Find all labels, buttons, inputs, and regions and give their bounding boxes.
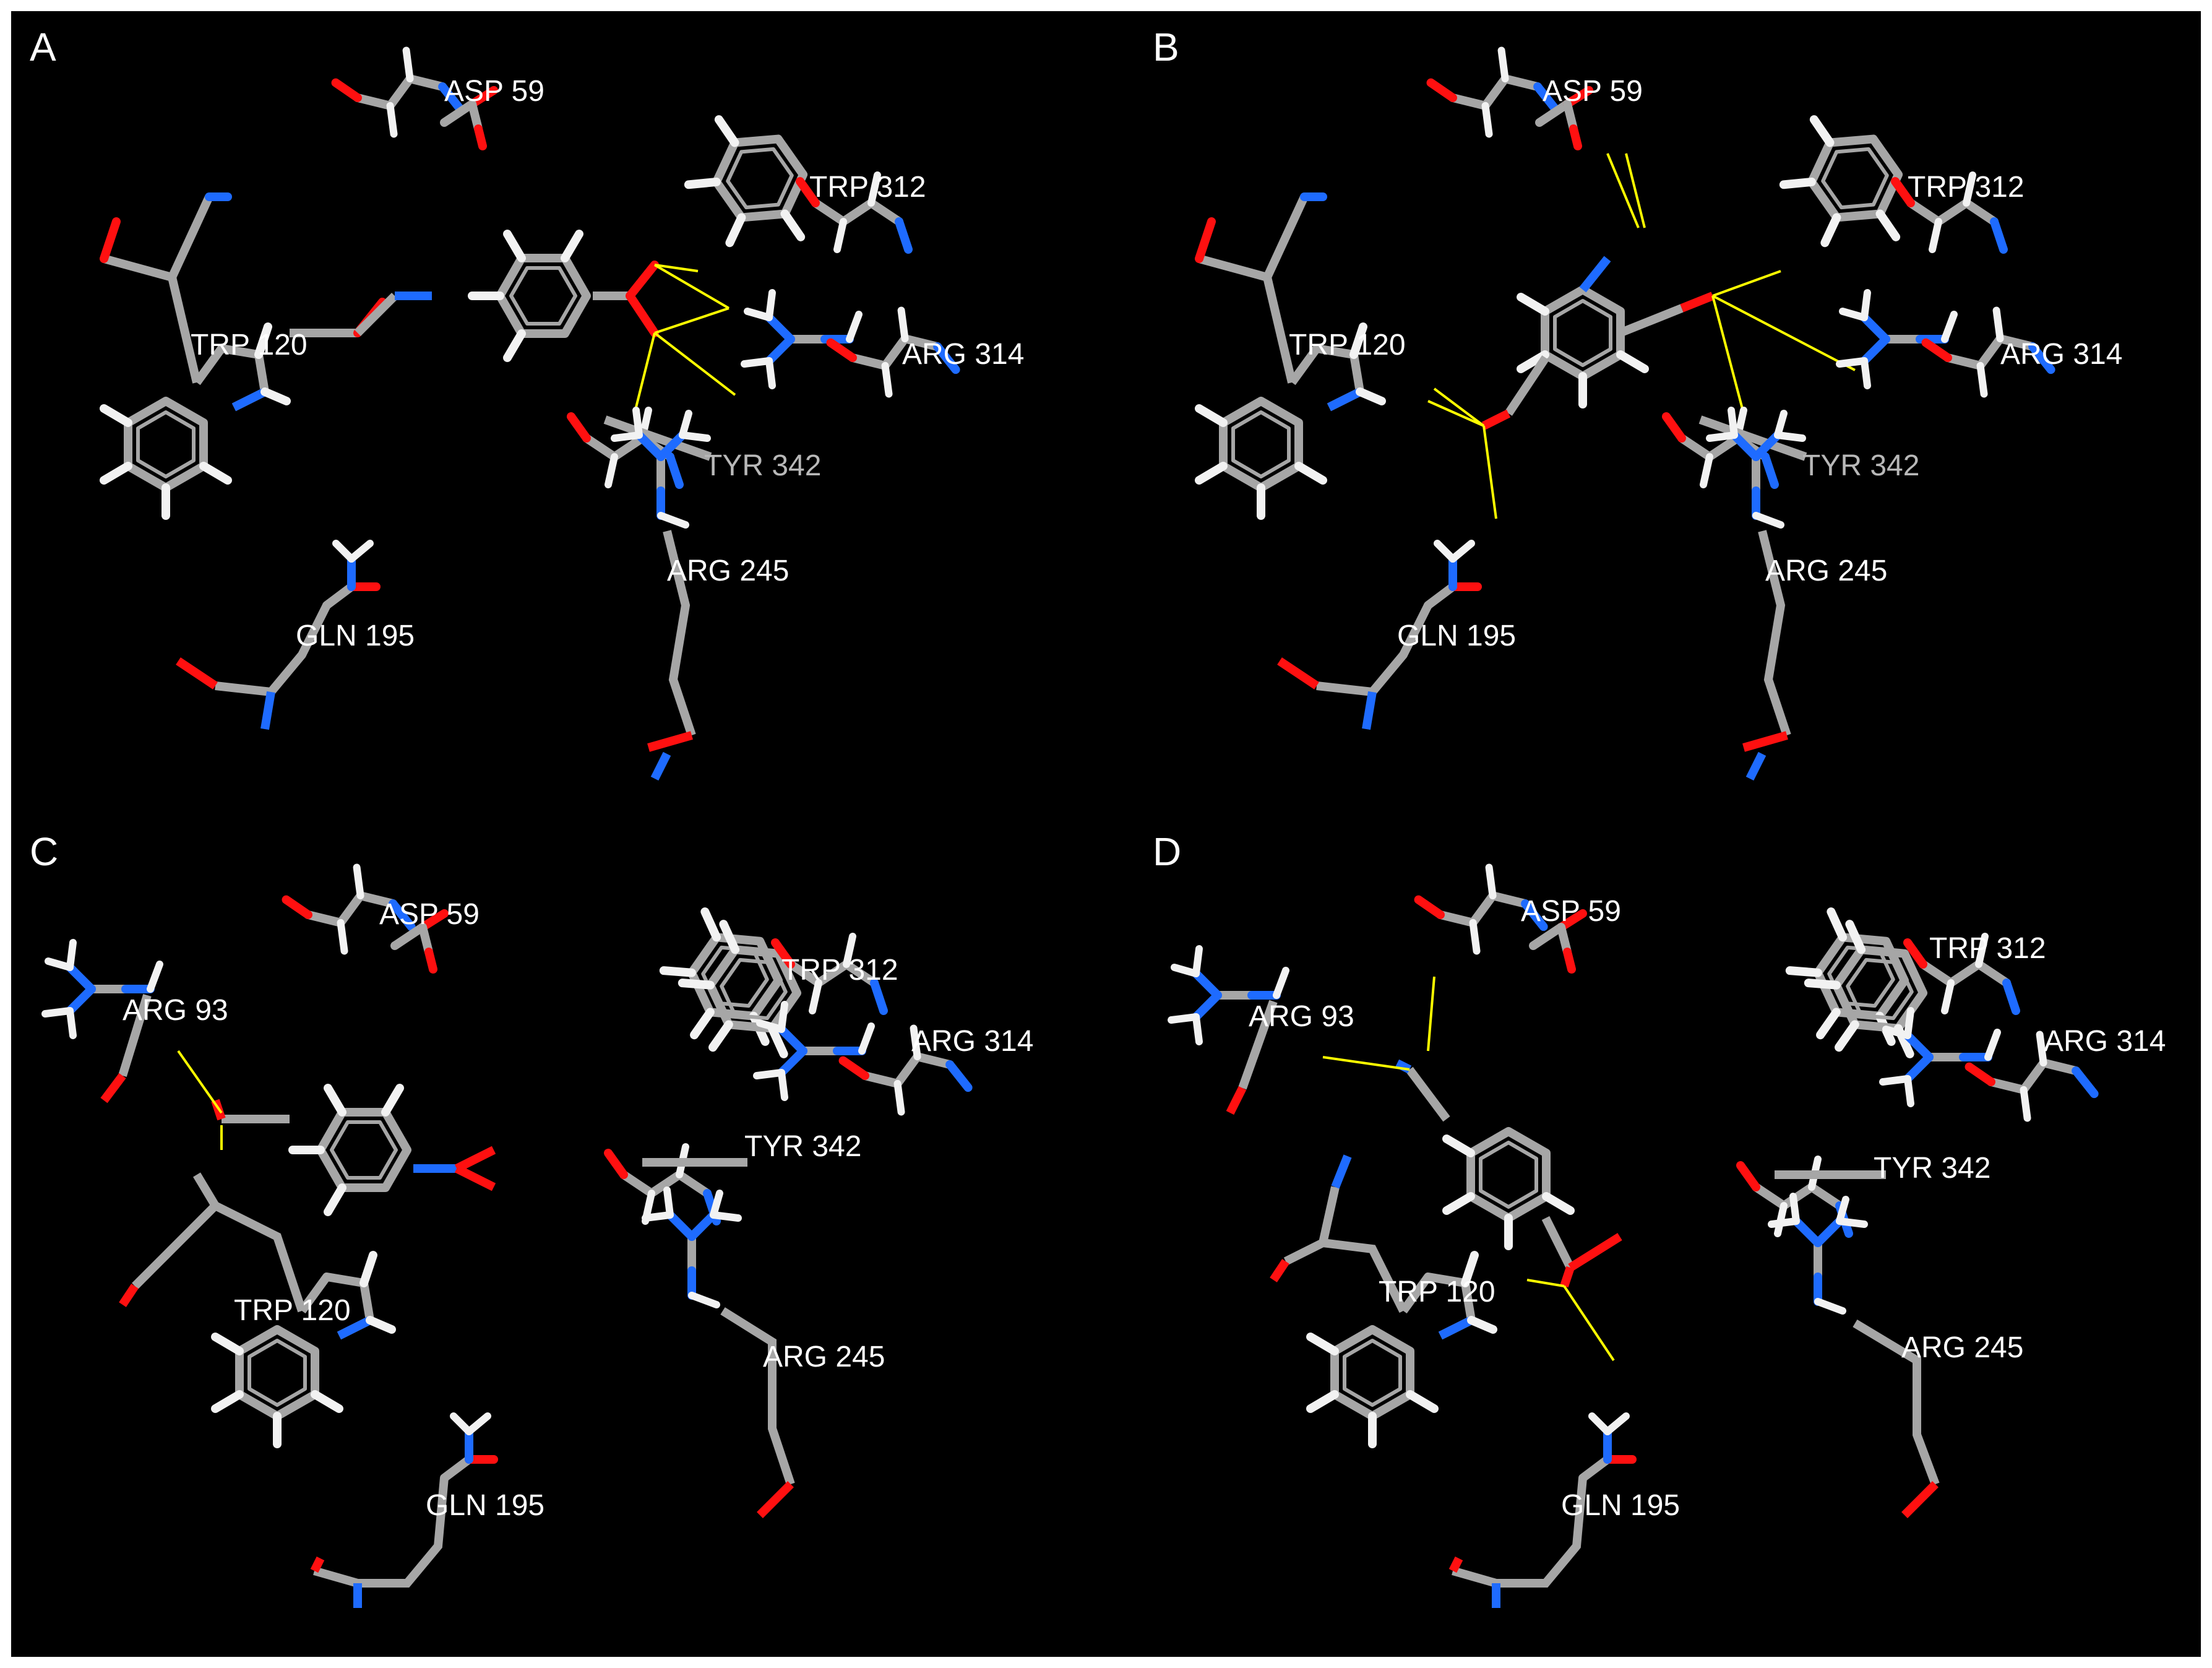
residue-gln195-a bbox=[176, 543, 376, 730]
residue-trp120-d bbox=[1270, 1154, 1493, 1444]
panel-b: B bbox=[1153, 25, 2122, 781]
label-arg93-c: ARG 93 bbox=[123, 994, 228, 1027]
label-gln195-d: GLN 195 bbox=[1561, 1489, 1680, 1522]
label-arg314-d: ARG 314 bbox=[2044, 1025, 2166, 1058]
label-trp120-b: TRP 120 bbox=[1289, 329, 1406, 361]
residue-arg93-c bbox=[45, 943, 160, 1104]
label-trp312-c: TRP 312 bbox=[781, 954, 898, 987]
residue-trp120-b bbox=[1195, 192, 1382, 516]
label-arg314-b: ARG 314 bbox=[2000, 338, 2122, 371]
label-tyr342-a: TYR 342 bbox=[704, 449, 821, 482]
residue-gln195-c bbox=[310, 1416, 494, 1608]
residue-gln195-b bbox=[1277, 543, 1478, 730]
panel-a: A bbox=[30, 25, 1024, 781]
label-trp120-c: TRP 120 bbox=[234, 1294, 351, 1327]
label-gln195-c: GLN 195 bbox=[426, 1489, 544, 1522]
label-tyr342-b: TYR 342 bbox=[1802, 449, 1919, 482]
hbonds-b bbox=[1427, 153, 1856, 519]
residue-arg314-c bbox=[757, 1005, 968, 1125]
label-tyr342-c: TYR 342 bbox=[744, 1130, 861, 1163]
label-trp120-d: TRP 120 bbox=[1379, 1276, 1495, 1308]
panel-letter-a: A bbox=[30, 25, 56, 69]
residue-arg245-d bbox=[1771, 1196, 1940, 1518]
residue-trp312-c bbox=[643, 905, 884, 1082]
residue-arg245-b bbox=[1710, 410, 1802, 781]
label-arg245-c: ARG 245 bbox=[763, 1341, 885, 1373]
label-trp120-a: TRP 120 bbox=[191, 329, 308, 361]
residue-arg245-a bbox=[614, 410, 707, 781]
label-trp312-d: TRP 312 bbox=[1929, 932, 2046, 965]
panel-letter-c: C bbox=[30, 829, 58, 874]
label-asp59-d: ASP 59 bbox=[1521, 895, 1621, 928]
label-asp59-a: ASP 59 bbox=[444, 75, 544, 108]
label-arg245-d: ARG 245 bbox=[1901, 1331, 2023, 1364]
label-gln195-a: GLN 195 bbox=[296, 620, 415, 652]
panel-letter-b: B bbox=[1153, 25, 1179, 69]
label-asp59-c: ASP 59 bbox=[379, 898, 480, 931]
residue-trp120-a bbox=[100, 192, 286, 516]
residue-tyr342-d bbox=[1741, 1159, 1886, 1234]
ligand-c bbox=[211, 1088, 496, 1212]
residue-arg245-c bbox=[645, 1190, 795, 1518]
ligand-a bbox=[290, 234, 659, 358]
residue-gln195-d bbox=[1448, 1416, 1632, 1608]
label-trp312-a: TRP 312 bbox=[809, 171, 926, 204]
label-arg314-a: ARG 314 bbox=[902, 338, 1024, 371]
label-asp59-b: ASP 59 bbox=[1543, 75, 1643, 108]
panel-c: C bbox=[30, 829, 1033, 1608]
hbonds-a bbox=[635, 264, 736, 408]
label-tyr342-d: TYR 342 bbox=[1874, 1152, 1990, 1185]
label-arg93-d: ARG 93 bbox=[1249, 1000, 1354, 1033]
label-arg314-c: ARG 314 bbox=[911, 1025, 1033, 1058]
hbonds-d bbox=[1322, 976, 1615, 1362]
panel-d: D bbox=[1153, 829, 2166, 1608]
ligand-b bbox=[1481, 256, 1715, 430]
hbonds-c bbox=[177, 1050, 223, 1150]
molecular-docking-figure: A bbox=[11, 11, 2201, 1657]
label-trp312-b: TRP 312 bbox=[1908, 171, 2025, 204]
residue-tyr342-b bbox=[1666, 410, 1807, 485]
label-arg245-b: ARG 245 bbox=[1765, 555, 1887, 587]
residue-tyr342-a bbox=[571, 410, 712, 485]
label-gln195-b: GLN 195 bbox=[1397, 620, 1516, 652]
label-arg245-a: ARG 245 bbox=[667, 555, 789, 587]
panel-letter-d: D bbox=[1153, 829, 1181, 874]
residue-trp120-c bbox=[119, 1172, 392, 1444]
ligand-d bbox=[1395, 1059, 1622, 1288]
residue-arg93-d bbox=[1171, 949, 1286, 1115]
residue-tyr342-c bbox=[608, 1147, 747, 1221]
